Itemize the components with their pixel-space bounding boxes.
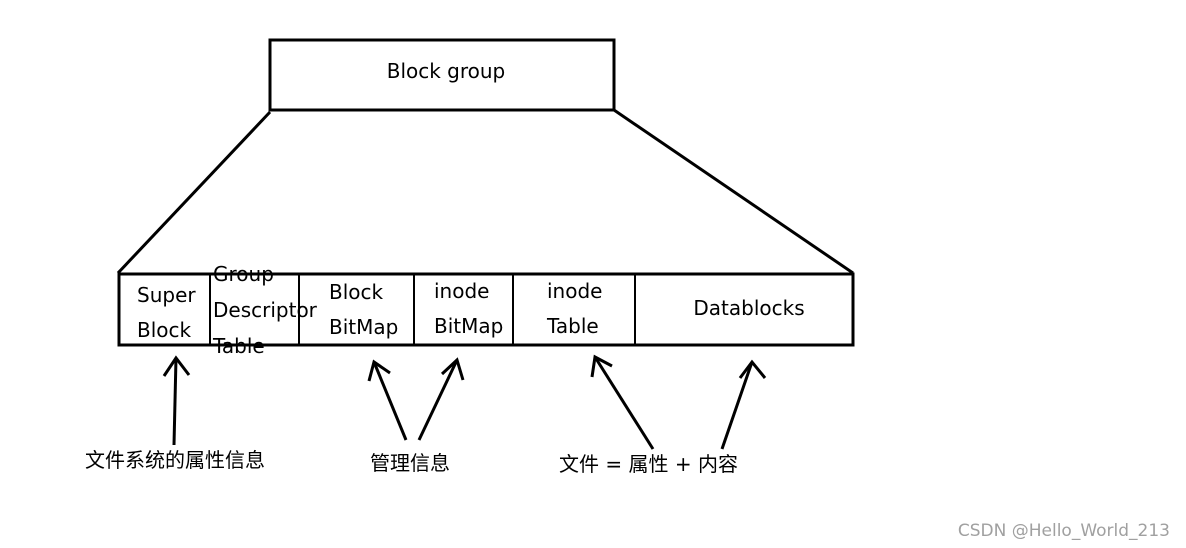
super-block-label-line2: Block bbox=[137, 318, 192, 342]
datablocks-label: Datablocks bbox=[693, 296, 804, 320]
group-descriptor-label-line1: Group bbox=[213, 262, 274, 286]
arrow-super-block bbox=[162, 355, 191, 446]
fs-attributes-annotation: 文件系统的属性信息 bbox=[85, 448, 265, 472]
arrow-datablocks bbox=[720, 359, 767, 450]
block-bitmap-label-line2: BitMap bbox=[329, 315, 398, 339]
arrow-inode-table bbox=[590, 354, 655, 450]
arrow-inode-bitmap bbox=[417, 357, 465, 441]
group-descriptor-label-line3: Table bbox=[212, 334, 265, 358]
group-descriptor-label-line2: Descriptor bbox=[213, 298, 318, 322]
block-group-label: Block group bbox=[387, 59, 506, 83]
inode-bitmap-label-line2: BitMap bbox=[434, 314, 503, 338]
file-equation-annotation: 文件 = 属性 + 内容 bbox=[559, 452, 738, 476]
inode-table-label-line1: inode bbox=[547, 279, 602, 303]
management-info-annotation: 管理信息 bbox=[370, 451, 450, 475]
watermark: CSDN @Hello_World_213 bbox=[958, 521, 1170, 541]
inode-table-label-line2: Table bbox=[546, 314, 599, 338]
super-block-label-line1: Super bbox=[137, 283, 196, 307]
expand-line-right bbox=[613, 108, 854, 275]
inode-bitmap-label-line1: inode bbox=[434, 279, 489, 303]
block-group-strip bbox=[117, 272, 855, 347]
block-group-box bbox=[268, 38, 616, 112]
block-bitmap-label-line1: Block bbox=[329, 280, 384, 304]
arrow-block-bitmap bbox=[367, 359, 408, 441]
expand-line-left bbox=[116, 110, 272, 275]
